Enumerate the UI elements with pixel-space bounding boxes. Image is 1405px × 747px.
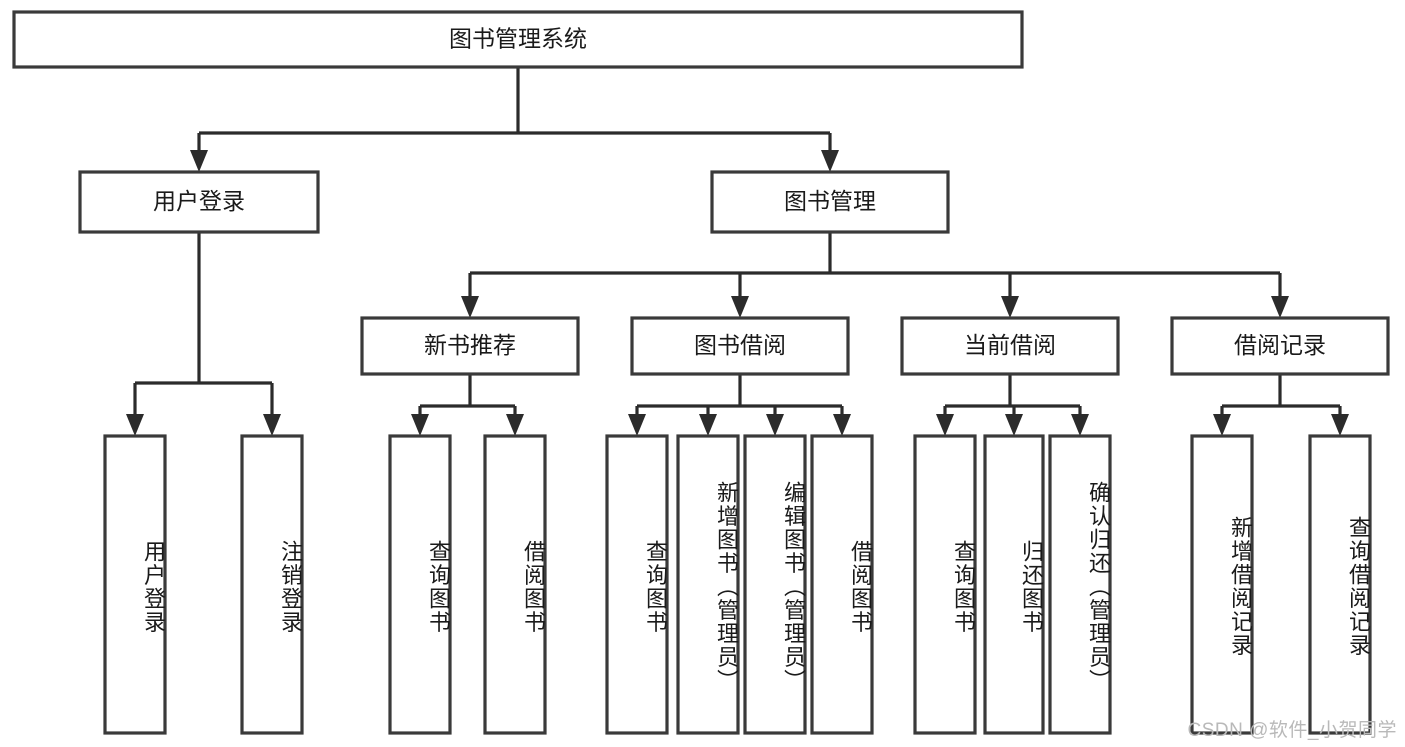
node-box-cur-query-book[interactable] [913, 434, 977, 735]
node-box-current-borrow[interactable] [900, 316, 1120, 376]
node-box-rec-query-record[interactable] [1308, 434, 1372, 735]
node-box-user-login[interactable] [78, 170, 320, 234]
arrow-head-rec-query-book [411, 414, 429, 436]
arrow-head-user-login [190, 150, 208, 172]
arrow-head-current-borrow [1001, 296, 1019, 318]
arrow-head-borrow-record [1271, 296, 1289, 318]
node-box-borrow-add-book[interactable] [676, 434, 740, 735]
node-label-book-manage: 图书管理 [784, 188, 876, 214]
node-box-book-manage[interactable] [710, 170, 950, 234]
arrow-head-borrow-do-borrow [833, 414, 851, 436]
arrow-head-user-logout [263, 414, 281, 436]
node-label-current-borrow: 当前借阅 [964, 332, 1056, 358]
arrow-head-cur-query-book [936, 414, 954, 436]
node-label-root: 图书管理系统 [449, 26, 587, 52]
watermark: CSDN @软件_小贺同学 [1187, 720, 1397, 741]
node-box-new-book-rec[interactable] [360, 316, 580, 376]
arrow-head-new-book-rec [461, 296, 479, 318]
node-box-borrow-do-borrow[interactable] [810, 434, 874, 735]
node-box-cur-return-book[interactable] [983, 434, 1045, 735]
arrow-head-book-borrow [731, 296, 749, 318]
node-label-book-borrow: 图书借阅 [694, 332, 786, 358]
node-box-borrow-record[interactable] [1170, 316, 1390, 376]
connector-layer [126, 67, 1349, 436]
arrow-head-cur-return-book [1005, 414, 1023, 436]
arrow-head-cur-confirm-return [1071, 414, 1089, 436]
node-box-rec-add-record[interactable] [1190, 434, 1254, 735]
arrow-head-user-login-do [126, 414, 144, 436]
arrow-head-borrow-query-book [628, 414, 646, 436]
arrow-head-rec-borrow-book [506, 414, 524, 436]
node-box-book-borrow[interactable] [630, 316, 850, 376]
node-box-root[interactable] [12, 10, 1024, 69]
node-box-borrow-query-book[interactable] [605, 434, 669, 735]
node-label-user-login: 用户登录 [153, 188, 245, 214]
node-box-rec-query-book[interactable] [388, 434, 452, 735]
node-box-rec-borrow-book[interactable] [483, 434, 547, 735]
node-box-user-login-do[interactable] [103, 434, 167, 735]
node-box-cur-confirm-return[interactable] [1048, 434, 1112, 735]
arrow-head-book-manage [821, 150, 839, 172]
node-label-new-book-rec: 新书推荐 [424, 332, 516, 358]
node-box-borrow-edit-book[interactable] [743, 434, 807, 735]
node-box-user-logout[interactable] [240, 434, 304, 735]
node-label-borrow-record: 借阅记录 [1234, 332, 1326, 358]
arrow-head-borrow-add-book [699, 414, 717, 436]
arrow-head-rec-add-record [1213, 414, 1231, 436]
arrow-head-borrow-edit-book [766, 414, 784, 436]
arrow-head-rec-query-record [1331, 414, 1349, 436]
